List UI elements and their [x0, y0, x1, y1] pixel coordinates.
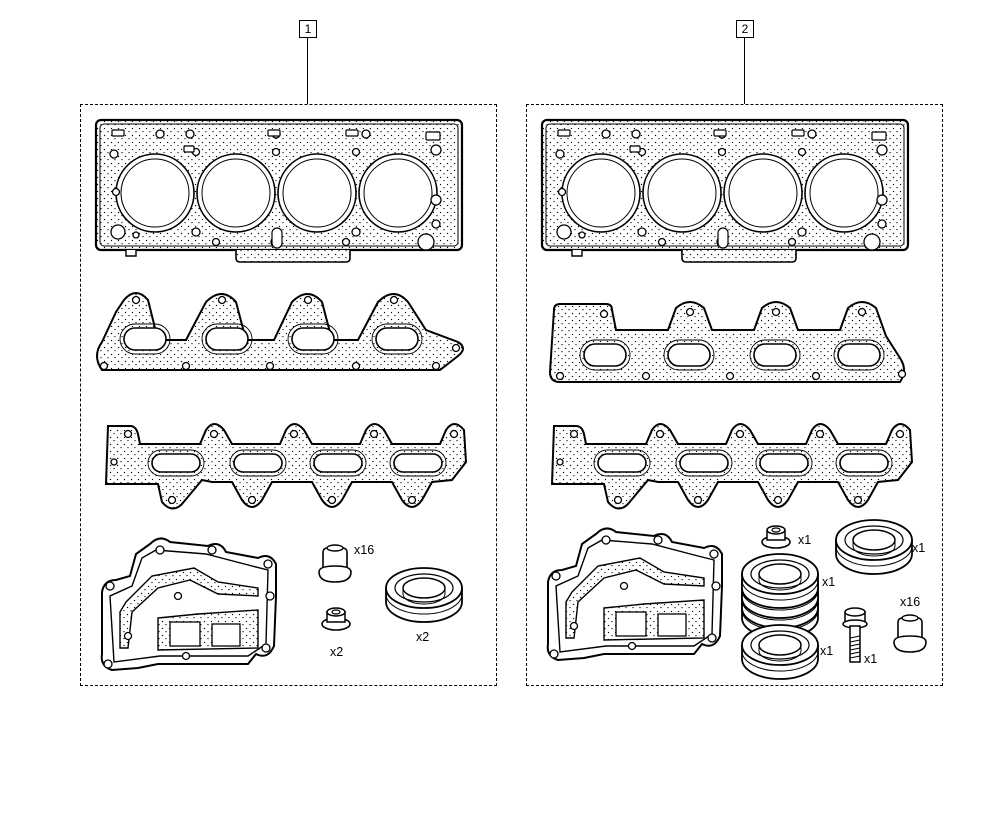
- kit-2-qty-oil-seal-large: x1: [912, 541, 925, 555]
- kit-1-qty-flange-nut: x2: [330, 645, 343, 659]
- kit-1-boundary: [80, 104, 497, 686]
- kit-2-leader-line: [744, 38, 745, 104]
- kit-1-leader-line: [307, 38, 308, 104]
- kit-1-qty-valve-stem-seal: x16: [354, 543, 374, 557]
- kit-2-callout: 2: [736, 20, 754, 38]
- kit-2-qty-oil-seal-small: x1: [820, 644, 833, 658]
- kit-2-qty-valve-stem-seal: x16: [900, 595, 920, 609]
- kit-2-qty-bolt: x1: [864, 652, 877, 666]
- kit-2-qty-flange-nut: x1: [798, 533, 811, 547]
- kit-2-boundary: [526, 104, 943, 686]
- kit-1-qty-oil-seal: x2: [416, 630, 429, 644]
- kit-2-qty-oil-seal-stack: x1: [822, 575, 835, 589]
- kit-1-callout: 1: [299, 20, 317, 38]
